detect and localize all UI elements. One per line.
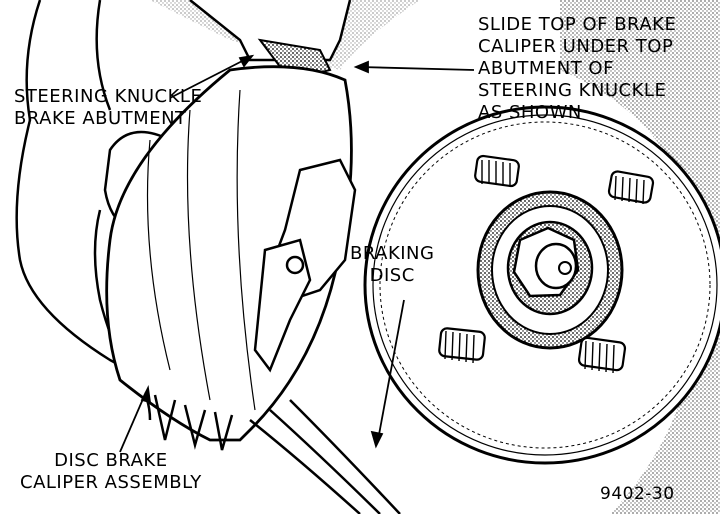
figure-number: 9402-30 [600, 484, 675, 504]
braking-disc-label: BRAKING DISC [350, 243, 435, 286]
braking-disc-drawing [363, 105, 720, 465]
steering-knuckle-brake-abutment-label: STEERING KNUCKLE BRAKE ABUTMENT [14, 86, 203, 129]
caliper-assembly-drawing [105, 65, 401, 514]
disc-brake-caliper-assembly-label: DISC BRAKE CALIPER ASSEMBLY [20, 450, 202, 493]
leader-lines [119, 54, 475, 453]
slide-caliper-instruction-label: SLIDE TOP OF BRAKE CALIPER UNDER TOP ABU… [478, 14, 677, 123]
